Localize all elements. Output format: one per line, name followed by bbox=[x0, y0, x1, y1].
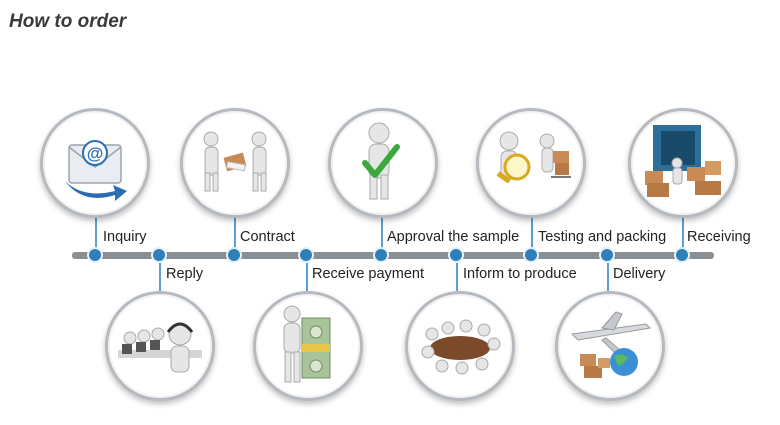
step-label-produce: Inform to produce bbox=[463, 266, 577, 282]
stem-receiving bbox=[682, 218, 684, 252]
stem-inquiry bbox=[95, 218, 97, 252]
reply-image bbox=[105, 291, 215, 401]
airplane-globe-icon bbox=[570, 311, 652, 378]
timeline-dot-testing bbox=[523, 247, 539, 263]
meeting-table-icon bbox=[421, 319, 501, 375]
stem-payment bbox=[306, 259, 308, 291]
step-label-reply: Reply bbox=[166, 266, 204, 282]
svg-text:@: @ bbox=[87, 144, 104, 163]
stem-contract bbox=[234, 218, 236, 252]
stem-approval bbox=[381, 218, 383, 252]
handshake-contract-icon bbox=[203, 131, 267, 192]
testing-image bbox=[476, 108, 586, 218]
step-label-receiving: Receiving bbox=[687, 229, 751, 245]
stem-produce bbox=[456, 259, 458, 291]
timeline-dot-approval bbox=[373, 247, 389, 263]
stem-testing bbox=[531, 218, 533, 252]
call-center-icon bbox=[118, 322, 202, 373]
timeline-dot-inquiry bbox=[87, 247, 103, 263]
timeline-dot-receiving bbox=[674, 247, 690, 263]
step-label-inquiry: Inquiry bbox=[103, 229, 147, 245]
page-title: How to order bbox=[9, 11, 127, 32]
receiving-image bbox=[628, 108, 738, 218]
approval-check-icon bbox=[362, 122, 400, 200]
contract-image bbox=[180, 108, 290, 218]
timeline-line bbox=[72, 252, 714, 259]
timeline-dot-contract bbox=[226, 247, 242, 263]
step-label-contract: Contract bbox=[240, 229, 295, 245]
step-label-approval: Approval the sample bbox=[387, 229, 520, 245]
step-label-delivery: Delivery bbox=[613, 266, 666, 282]
email-icon: @ bbox=[65, 140, 127, 201]
step-label-testing: Testing and packing bbox=[538, 229, 667, 245]
timeline-dot-produce bbox=[448, 247, 464, 263]
payment-image bbox=[253, 291, 363, 401]
step-label-payment: Receive payment bbox=[312, 266, 425, 282]
money-icon bbox=[283, 305, 331, 383]
stem-delivery bbox=[607, 259, 609, 291]
inquiry-image: @ bbox=[40, 108, 150, 218]
delivery-image bbox=[555, 291, 665, 401]
magnifier-packing-icon bbox=[496, 131, 571, 184]
timeline-dot-payment bbox=[298, 247, 314, 263]
timeline-dot-reply bbox=[151, 247, 167, 263]
timeline-dot-delivery bbox=[599, 247, 615, 263]
container-boxes-icon bbox=[645, 125, 721, 197]
approval-image bbox=[328, 108, 438, 218]
produce-image bbox=[405, 291, 515, 401]
stem-reply bbox=[159, 259, 161, 291]
